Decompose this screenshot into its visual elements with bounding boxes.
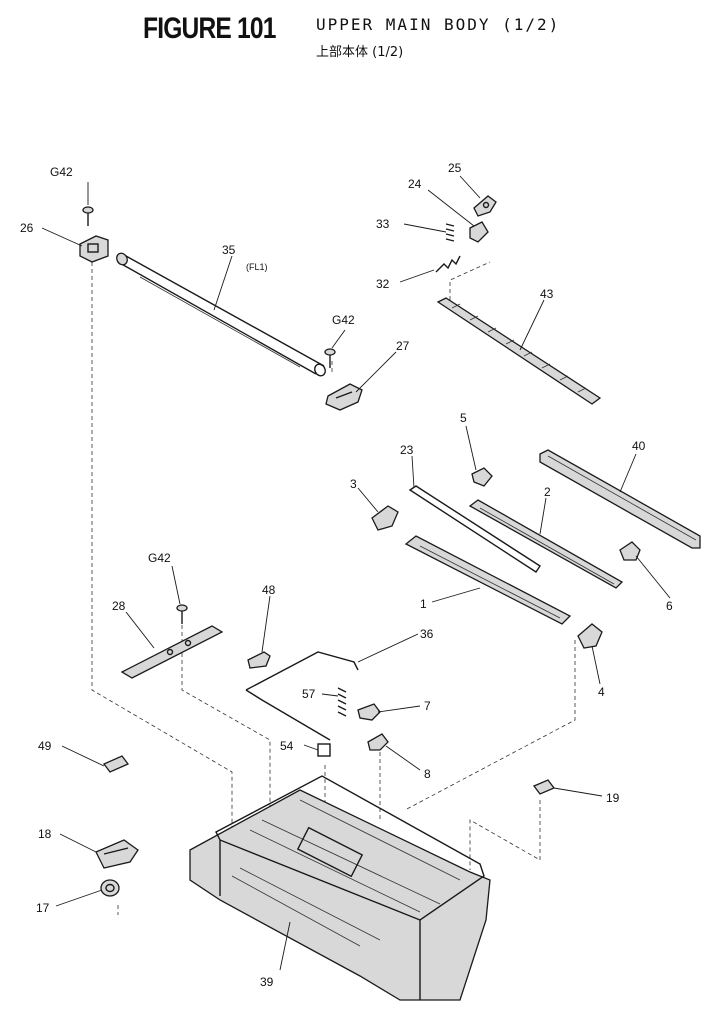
label-g42-mid: G42 xyxy=(332,313,355,327)
label-24: 24 xyxy=(408,177,422,191)
label-8: 8 xyxy=(424,767,431,781)
part-6-clip xyxy=(619,541,641,561)
label-23: 23 xyxy=(400,443,414,457)
leader-lines xyxy=(41,175,671,971)
part-4-bracket xyxy=(577,623,603,649)
label-49: 49 xyxy=(38,739,52,753)
part-35-roller xyxy=(116,252,326,377)
part-43-rack xyxy=(436,297,602,405)
part-18-bracket xyxy=(95,839,139,869)
label-57: 57 xyxy=(302,687,316,701)
label-7: 7 xyxy=(424,699,431,713)
part-3-bracket xyxy=(371,505,399,531)
label-39: 39 xyxy=(260,975,274,989)
part-g42-screw-top xyxy=(82,206,94,226)
label-19: 19 xyxy=(606,791,620,805)
part-labels: G42 26 35 (FL1) G42 27 25 24 33 32 43 5 … xyxy=(20,161,673,989)
part-28-plate xyxy=(120,625,224,679)
part-33-spring xyxy=(445,223,455,242)
part-g42-screw-low xyxy=(176,604,188,624)
label-fl1: (FL1) xyxy=(246,262,268,272)
label-5: 5 xyxy=(460,411,467,425)
label-6: 6 xyxy=(666,599,673,613)
figure-title: FIGURE 101 xyxy=(143,12,276,45)
label-4: 4 xyxy=(598,685,605,699)
label-48: 48 xyxy=(262,583,276,597)
part-1-plate xyxy=(404,535,572,625)
part-5-clip xyxy=(471,467,493,487)
part-17-knob xyxy=(100,879,120,897)
figure-subtitle-japanese: 上部本体 (1/2) xyxy=(316,45,404,60)
label-28: 28 xyxy=(112,599,126,613)
part-39-main-frame xyxy=(189,775,491,1001)
label-43: 43 xyxy=(540,287,554,301)
part-7-lever xyxy=(357,703,381,721)
label-3: 3 xyxy=(350,477,357,491)
label-g42-top: G42 xyxy=(50,165,73,179)
label-25: 25 xyxy=(448,161,462,175)
label-54: 54 xyxy=(280,739,294,753)
label-40: 40 xyxy=(632,439,646,453)
part-27-bracket xyxy=(325,383,363,411)
label-27: 27 xyxy=(396,339,410,353)
part-57-spring xyxy=(337,687,347,717)
part-32-spring xyxy=(435,255,461,273)
part-19-cap xyxy=(532,779,556,795)
part-54-pad xyxy=(317,743,331,757)
part-26-bracket xyxy=(79,235,109,263)
part-40-rail xyxy=(539,449,701,549)
label-1: 1 xyxy=(420,597,427,611)
part-48-bracket xyxy=(247,651,271,669)
label-g42-low: G42 xyxy=(148,551,171,565)
label-36: 36 xyxy=(420,627,434,641)
part-49-clip xyxy=(102,755,130,773)
label-35: 35 xyxy=(222,243,236,257)
part-24-gear xyxy=(469,221,489,243)
label-32: 32 xyxy=(376,277,390,291)
part-2-rail xyxy=(468,499,624,589)
label-2: 2 xyxy=(544,485,551,499)
part-36-wire xyxy=(245,651,359,741)
part-g42-screw-mid xyxy=(324,348,336,368)
label-26: 26 xyxy=(20,221,34,235)
part-8-lever xyxy=(367,733,389,751)
figure-subtitle-english: UPPER MAIN BODY (1/2) xyxy=(316,15,561,34)
part-25-lever xyxy=(473,195,497,217)
label-33: 33 xyxy=(376,217,390,231)
label-18: 18 xyxy=(38,827,52,841)
label-17: 17 xyxy=(36,901,50,915)
